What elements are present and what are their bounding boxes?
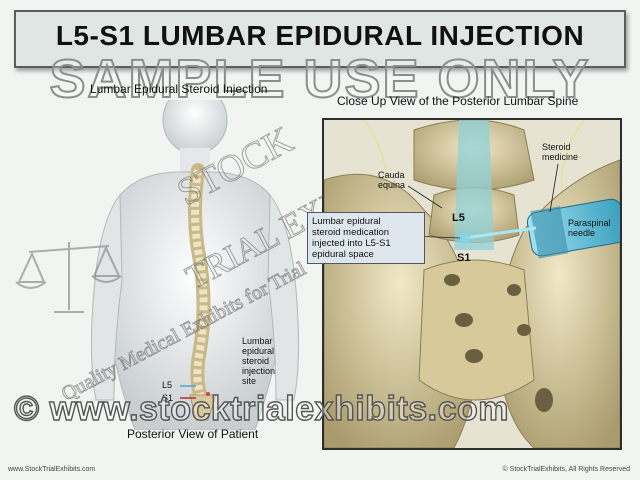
spine-vertebrae [188,163,211,407]
injection-site-label: Lumbar epidural steroid injection site [242,336,276,386]
left-l5-label: L5 [162,380,173,390]
left-s1-label: S1 [162,393,174,403]
closeup-spine-illustration [324,120,620,448]
right-caption: Close Up View of the Posterior Lumbar Sp… [337,94,579,108]
footer-right: © StockTrialExhibits, All Rights Reserve… [502,466,630,473]
closeup-panel: Cauda equina Steroid medicine Paraspinal… [322,118,622,450]
patient-back-illustration [90,100,300,430]
title-box: L5-S1 LUMBAR EPIDURAL INJECTION [14,10,626,68]
scales-of-justice-icon [15,242,122,313]
paraspinal-needle-label: Paraspinal needle [568,218,611,238]
syringe-needle [458,198,620,259]
sample-watermark: SAMPLE USE ONLY [48,48,591,110]
medication-callout: Lumbar epidural steroid medication injec… [307,212,425,264]
footer-left: www.StockTrialExhibits.com [8,466,96,473]
left-caption: Lumbar Epidural Steroid Injection [90,82,268,96]
closeup-l5-label: L5 [452,212,465,224]
page-title: L5-S1 LUMBAR EPIDURAL INJECTION [55,20,585,51]
steroid-medicine-label: Steroid medicine [542,142,579,162]
bottom-caption: Posterior View of Patient [127,427,259,441]
cauda-equina-label: Cauda equina [378,170,406,190]
website-watermark: © www.stocktrialexhibits.com [13,389,510,428]
closeup-s1-label: S1 [457,252,471,264]
